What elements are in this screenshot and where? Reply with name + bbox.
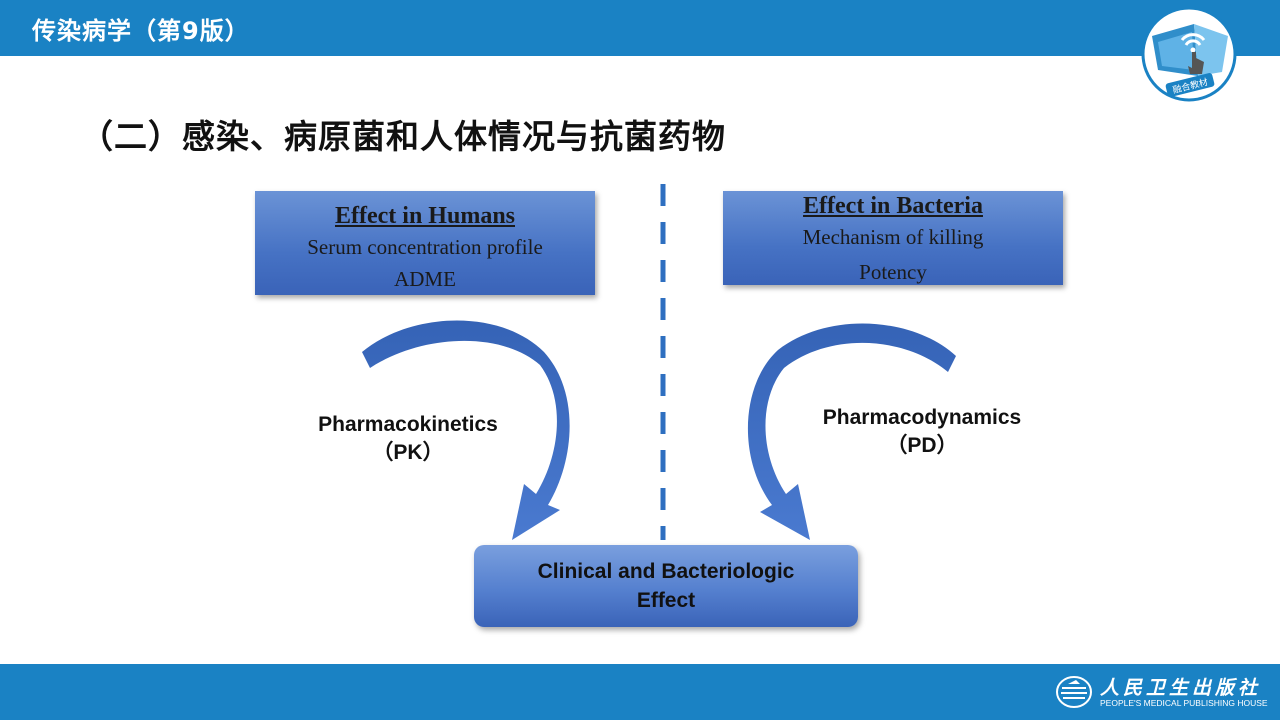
pmph-logo-icon <box>1056 676 1092 708</box>
pk-curved-arrow <box>362 320 570 540</box>
pk-label-abbr: （PK） <box>372 441 444 464</box>
pd-label-abbr: （PD） <box>886 434 958 457</box>
bacteria-box-title: Effect in Bacteria <box>803 193 983 219</box>
pk-label-name: Pharmacokinetics <box>318 413 498 436</box>
result-box-line1: Clinical and Bacteriologic <box>537 560 795 583</box>
bacteria-box-line2: Potency <box>859 260 927 284</box>
pk-label: Pharmacokinetics （PK） <box>290 411 526 467</box>
humans-box-title: Effect in Humans <box>335 203 515 229</box>
publisher-name-en: PEOPLE'S MEDICAL PUBLISHING HOUSE <box>1100 698 1268 708</box>
result-box-line2: Effect <box>636 589 696 612</box>
humans-box-line2: ADME <box>394 267 456 291</box>
top-banner: 传染病学（第9版） <box>0 0 1280 56</box>
clinical-effect-box: Clinical and Bacteriologic Effect <box>474 545 858 627</box>
pd-label: Pharmacodynamics （PD） <box>800 404 1044 460</box>
effect-in-humans-box: Effect in Humans Serum concentration pro… <box>255 191 595 295</box>
publisher-name-cn: 人民卫生出版社 <box>1100 677 1262 699</box>
pd-curved-arrow <box>747 323 956 540</box>
effect-in-bacteria-box: Effect in Bacteria Mechanism of killing … <box>723 191 1063 285</box>
integrated-textbook-badge-icon: 融合教材 <box>1141 6 1237 102</box>
pd-label-name: Pharmacodynamics <box>822 406 1022 429</box>
bacteria-box-line1: Mechanism of killing <box>802 225 984 249</box>
dashed-divider <box>660 184 666 540</box>
publisher-logo: 人民卫生出版社 PEOPLE'S MEDICAL PUBLISHING HOUS… <box>1054 672 1270 714</box>
slide-heading: （二）感染、病原菌和人体情况与抗菌药物 <box>80 117 726 156</box>
humans-box-line1: Serum concentration profile <box>307 235 543 259</box>
course-title: 传染病学（第9版） <box>32 17 250 45</box>
